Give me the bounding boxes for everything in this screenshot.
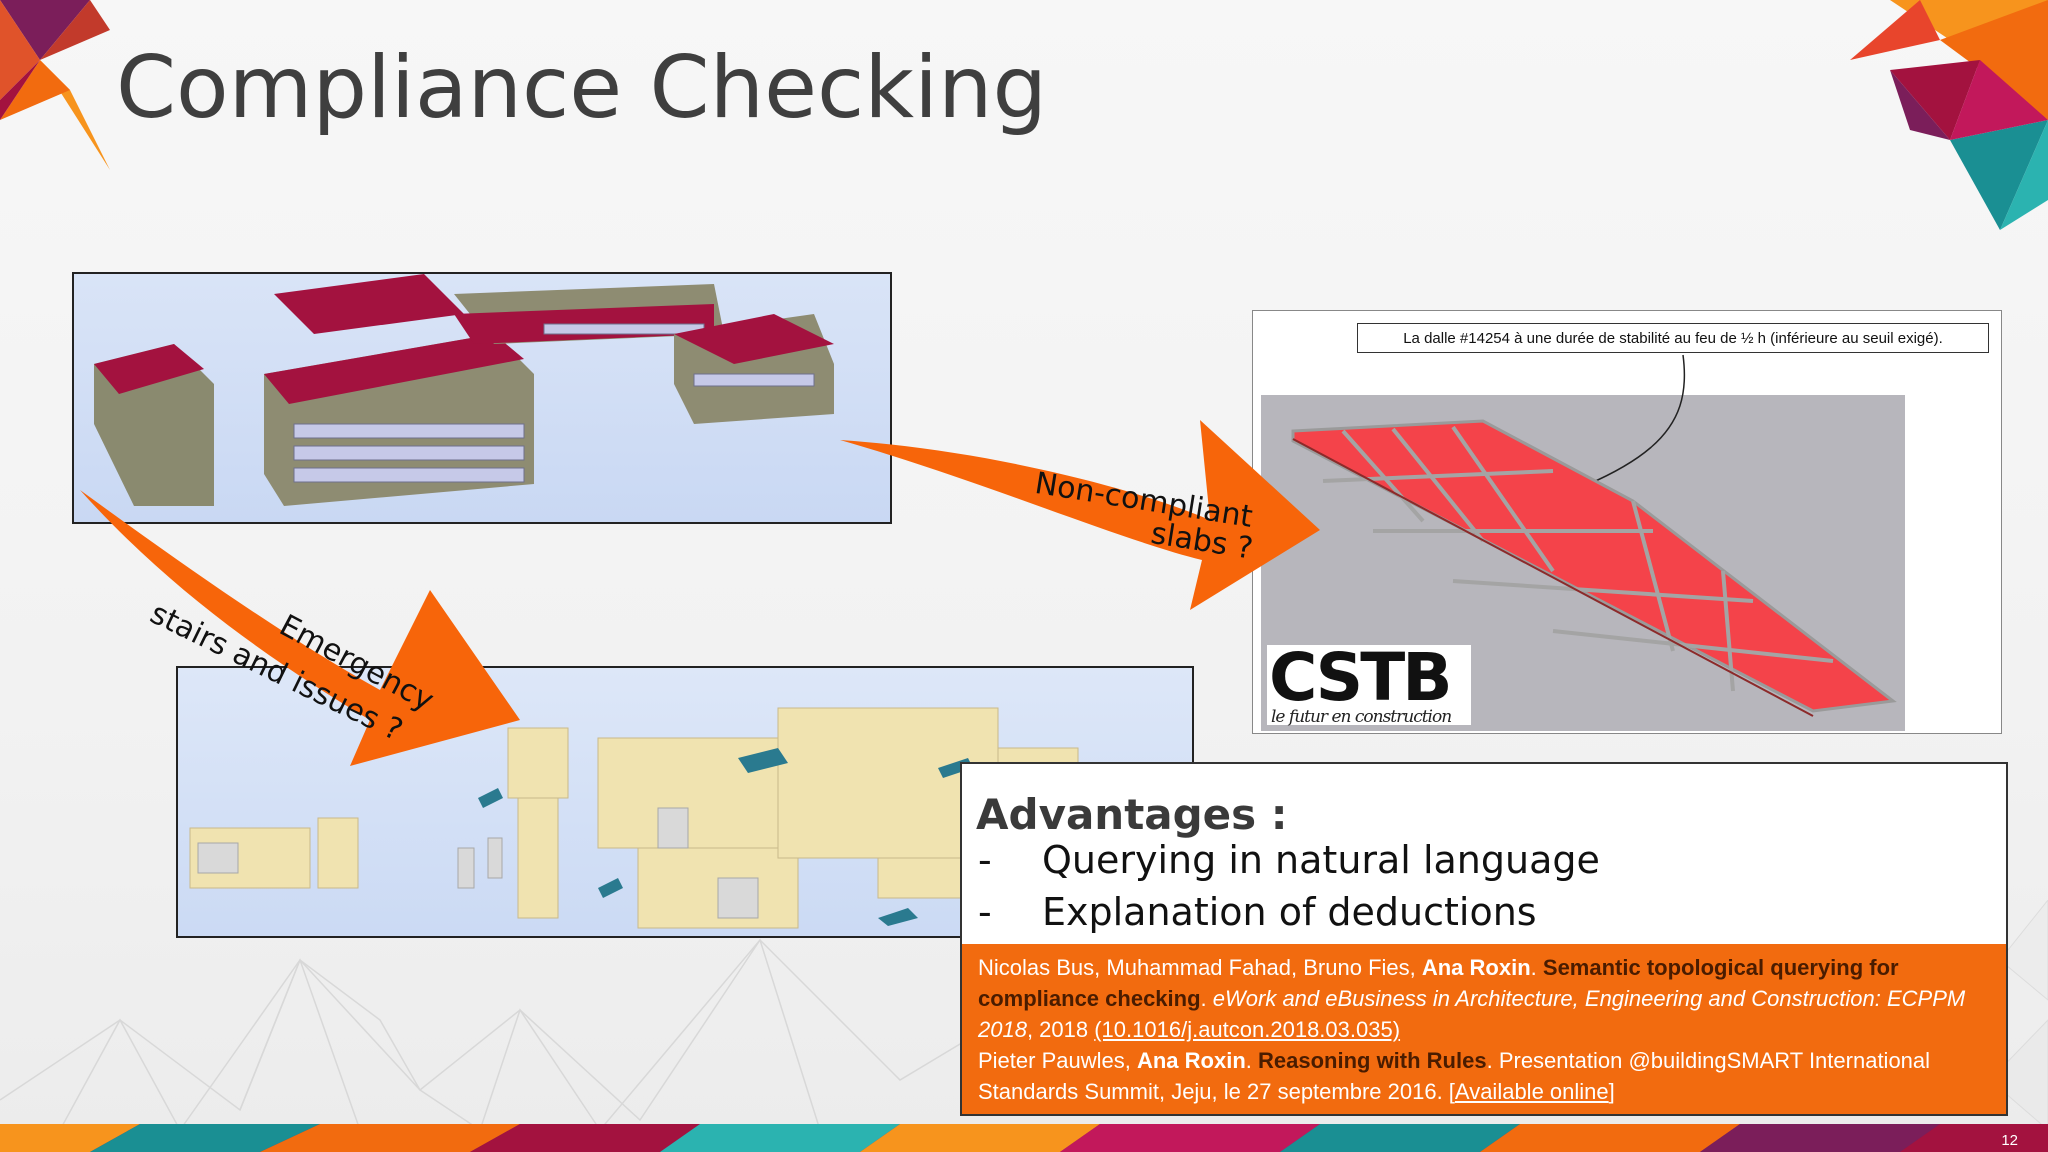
references-box: Nicolas Bus, Muhammad Fahad, Bruno Fies,…	[962, 944, 2006, 1114]
advantage-text: Querying in natural language	[1042, 838, 1600, 882]
bullet-dash: -	[978, 838, 992, 882]
cstb-logo-tagline: le futur en construction	[1271, 707, 1452, 727]
ref2-bold-author: Ana Roxin	[1136, 1048, 1246, 1073]
ref2-authors: Pieter Pauwles,	[978, 1048, 1137, 1073]
ref2-end: ]	[1608, 1079, 1615, 1104]
slab-compliance-view: La dalle #14254 à une durée de stabilité…	[1252, 310, 2002, 734]
cstb-logo: CSTB le futur en construction	[1267, 639, 1471, 727]
arrow-to-stairs	[80, 490, 520, 766]
ref2-title: Reasoning with Rules	[1258, 1048, 1487, 1073]
ref2-available-online-link[interactable]: Available online	[1454, 1079, 1609, 1104]
decorative-wireframe	[0, 938, 1000, 1130]
building-illustration	[94, 274, 834, 506]
ref1-bold-author: Ana Roxin	[1421, 955, 1531, 980]
slab-caption: La dalle #14254 à une durée de stabilité…	[1357, 323, 1989, 353]
advantage-item-1: - Querying in natural language	[978, 838, 1600, 882]
advantage-item-2: - Explanation of deductions	[978, 890, 1537, 934]
reference-1: Nicolas Bus, Muhammad Fahad, Bruno Fies,…	[978, 952, 1990, 1045]
advantage-text: Explanation of deductions	[1042, 890, 1537, 934]
reference-2: Pieter Pauwles, Ana Roxin. Reasoning wit…	[978, 1045, 1990, 1107]
ref2-rest: . Presentation @buildingSMART Internatio…	[978, 1048, 1931, 1104]
decorative-triangles-top-right	[1850, 0, 2048, 230]
building-3d-view	[72, 272, 892, 524]
bullet-dash: -	[978, 890, 992, 934]
ref1-year: , 2018	[1026, 1017, 1095, 1042]
ref1-title: Semantic topological querying for compli…	[978, 955, 1899, 1011]
ref1-venue: eWork and eBusiness in Architecture, Eng…	[978, 986, 1966, 1042]
ref1-doi-link[interactable]: (10.1016/j.autcon.2018.03.035)	[1094, 1017, 1401, 1042]
advantages-title: Advantages :	[976, 790, 1288, 839]
bottom-decorative-bar	[0, 1124, 2048, 1152]
advantages-box: Advantages : - Querying in natural langu…	[960, 762, 2008, 1116]
slide-title: Compliance Checking	[116, 38, 1048, 138]
ref1-sep2: .	[1200, 986, 1213, 1011]
arrow-to-slabs	[840, 420, 1320, 610]
ref1-sep: .	[1530, 955, 1543, 980]
page-number: 12	[2001, 1132, 2018, 1149]
ref2-sep: .	[1245, 1048, 1258, 1073]
ref1-authors: Nicolas Bus, Muhammad Fahad, Bruno Fies,	[978, 955, 1422, 980]
decorative-triangles-right-middle	[1989, 900, 2048, 1130]
decorative-triangles-top-left	[0, 0, 110, 170]
cstb-logo-word: CSTB	[1269, 639, 1453, 716]
